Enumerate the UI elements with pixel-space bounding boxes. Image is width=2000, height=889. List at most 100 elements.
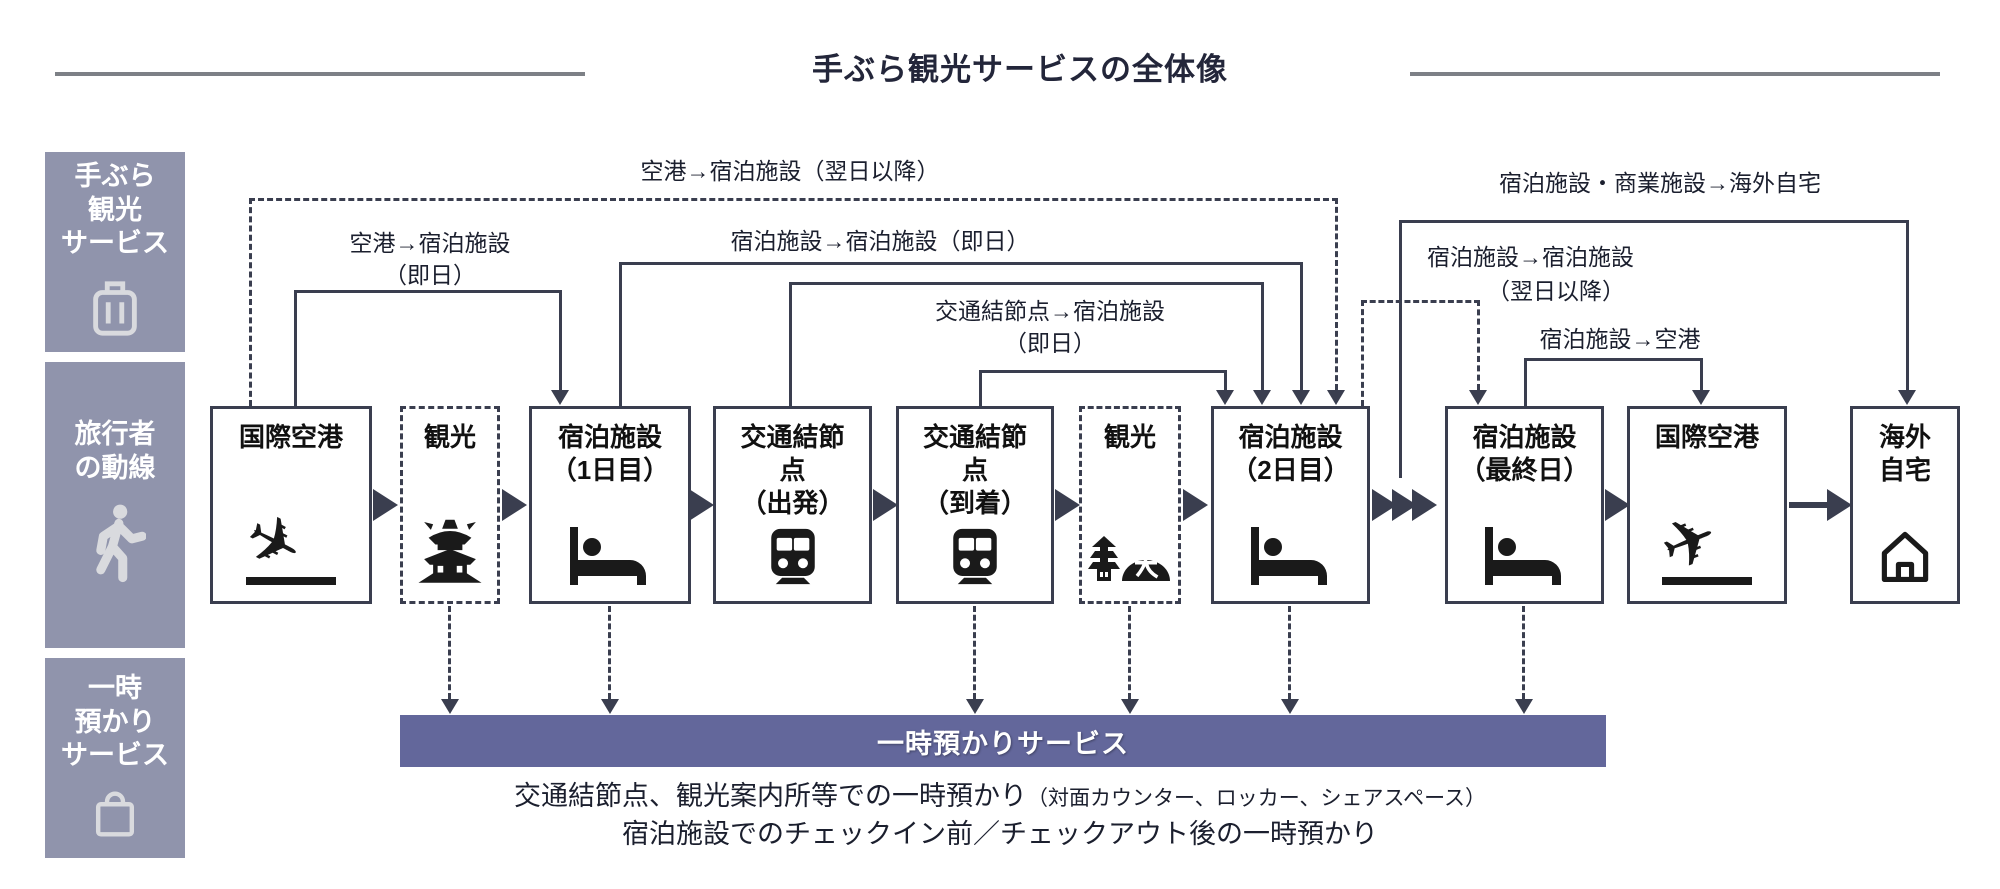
line-segment bbox=[1288, 606, 1291, 699]
plane-takeoff-icon: ✈ bbox=[1649, 496, 1752, 589]
line-segment bbox=[1261, 282, 1264, 390]
castle-icon bbox=[414, 513, 486, 585]
line-segment bbox=[1524, 358, 1527, 406]
train-icon bbox=[764, 527, 822, 585]
arrowhead bbox=[1281, 699, 1299, 714]
node-international-airport-arrival: 国際空港 ✈ bbox=[210, 406, 372, 604]
title-rule-left bbox=[55, 72, 585, 76]
node-overseas-home: 海外 自宅 bbox=[1850, 406, 1960, 604]
node-sightseeing-2: 観光 bbox=[1079, 406, 1181, 604]
node-transport-node-arrival: 交通結節 点 （到着） bbox=[896, 406, 1054, 604]
arrowhead bbox=[1327, 390, 1345, 405]
flow-arrow bbox=[1827, 489, 1852, 521]
line-segment bbox=[294, 290, 297, 406]
node-lodging-day2: 宿泊施設 （2日目） bbox=[1211, 406, 1370, 604]
line-segment bbox=[249, 198, 1338, 201]
flow-arrow bbox=[502, 489, 527, 521]
line-segment bbox=[559, 290, 562, 390]
line-segment bbox=[1128, 606, 1131, 699]
flow-arrow bbox=[873, 489, 898, 521]
train-icon bbox=[946, 527, 1004, 585]
storage-note-line1: 交通結節点、観光案内所等での一時預かり（対面カウンター、ロッカー、シェアスペース… bbox=[513, 781, 1487, 811]
line-segment bbox=[249, 198, 252, 406]
arrowhead bbox=[1515, 699, 1533, 714]
bed-icon bbox=[1249, 527, 1333, 585]
lane-temporary-storage: 一時 預かり サービス bbox=[45, 658, 185, 858]
route-label: （翌日以降） bbox=[1487, 278, 1625, 304]
line-segment bbox=[1399, 220, 1909, 223]
line-segment bbox=[979, 370, 982, 406]
arrowhead bbox=[1692, 390, 1710, 405]
line-segment bbox=[1361, 300, 1480, 303]
route-label: （即日） bbox=[384, 262, 476, 288]
shopping-bag-icon bbox=[92, 789, 138, 844]
lane-traveler-flow: 旅行者 の動線 bbox=[45, 362, 185, 648]
arrowhead bbox=[1253, 390, 1271, 405]
arrowhead bbox=[551, 390, 569, 405]
flow-arrow bbox=[1605, 489, 1630, 521]
line-segment bbox=[979, 370, 1227, 373]
bed-icon bbox=[568, 527, 652, 585]
line-segment bbox=[1335, 198, 1338, 390]
route-label: （即日） bbox=[1004, 330, 1096, 356]
chevron-arrow bbox=[1412, 489, 1437, 521]
route-label: 宿泊施設→宿泊施設 bbox=[1427, 244, 1634, 270]
node-lodging-day1: 宿泊施設 （1日目） bbox=[529, 406, 691, 604]
line-segment bbox=[973, 606, 976, 699]
line-segment bbox=[1700, 358, 1703, 390]
line-segment bbox=[789, 282, 1264, 285]
arrowhead bbox=[441, 699, 459, 714]
line-segment bbox=[448, 606, 451, 699]
arrowhead bbox=[966, 699, 984, 714]
bed-icon bbox=[1483, 527, 1567, 585]
walking-person-icon bbox=[84, 501, 147, 592]
page-title: 手ぶら観光サービスの全体像 bbox=[812, 52, 1228, 87]
node-international-airport-departure: 国際空港 ✈ bbox=[1627, 406, 1787, 604]
flow-arrow bbox=[1183, 489, 1208, 521]
line-segment bbox=[1361, 300, 1364, 406]
line-segment bbox=[1522, 606, 1525, 699]
route-label: 交通結節点→宿泊施設 bbox=[935, 298, 1165, 324]
line-segment bbox=[789, 282, 792, 406]
node-transport-node-departure: 交通結節 点 （出発） bbox=[713, 406, 872, 604]
line-segment bbox=[619, 262, 1303, 265]
line-segment bbox=[1524, 358, 1703, 361]
arrowhead bbox=[1898, 390, 1916, 405]
flow-arrow-shaft bbox=[1789, 502, 1833, 508]
storage-note-line2: 宿泊施設でのチェックイン前／チェックアウト後の一時預かり bbox=[622, 819, 1378, 849]
line-segment bbox=[608, 606, 611, 699]
arrowhead bbox=[1469, 390, 1487, 405]
lane-label: 旅行者 の動線 bbox=[74, 418, 156, 483]
route-label: 空港→宿泊施設 bbox=[349, 230, 511, 256]
route-label: 宿泊施設・商業施設→海外自宅 bbox=[1499, 170, 1821, 196]
line-segment bbox=[294, 290, 562, 293]
arrowhead bbox=[1292, 390, 1310, 405]
line-segment bbox=[619, 262, 622, 406]
flow-arrow bbox=[373, 489, 398, 521]
lane-label: 一時 預かり サービス bbox=[61, 672, 169, 771]
arrowhead bbox=[601, 699, 619, 714]
line-segment bbox=[1224, 370, 1227, 390]
line-segment bbox=[1906, 220, 1909, 390]
plane-landing-icon: ✈ bbox=[231, 496, 336, 590]
node-sightseeing-1: 観光 bbox=[400, 406, 500, 604]
lane-label: 手ぶら 観光 サービス bbox=[61, 160, 169, 259]
route-label: 宿泊施設→空港 bbox=[1539, 326, 1701, 352]
title-rule-right bbox=[1410, 72, 1940, 76]
temporary-storage-band: 一時預かりサービス bbox=[400, 715, 1606, 767]
suitcase-icon bbox=[86, 277, 144, 344]
route-label: 宿泊施設→宿泊施設（即日） bbox=[730, 228, 1030, 254]
flow-arrow bbox=[689, 489, 714, 521]
temple-mountain-icon bbox=[1088, 533, 1172, 585]
line-segment bbox=[1300, 262, 1303, 390]
lane-hands-free-service: 手ぶら 観光 サービス bbox=[45, 152, 185, 352]
route-label: 空港→宿泊施設（翌日以降） bbox=[640, 158, 940, 184]
flow-arrow bbox=[1055, 489, 1080, 521]
arrowhead bbox=[1216, 390, 1234, 405]
node-lodging-final-day: 宿泊施設 （最終日） bbox=[1445, 406, 1604, 604]
home-icon bbox=[1875, 527, 1935, 585]
line-segment bbox=[1399, 220, 1402, 478]
band-label: 一時預かりサービス bbox=[877, 728, 1129, 759]
arrowhead bbox=[1121, 699, 1139, 714]
